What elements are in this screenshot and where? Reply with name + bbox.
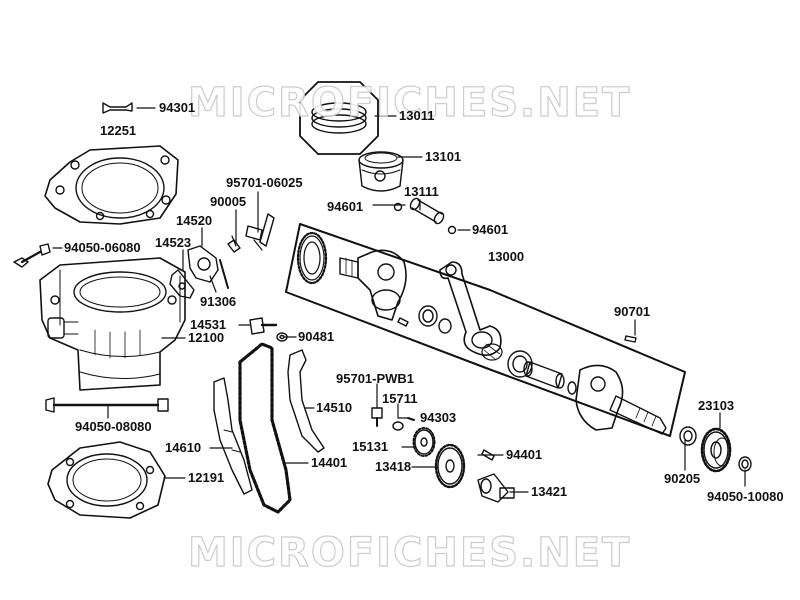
key-94401 (481, 449, 495, 461)
leader-lines (52, 107, 746, 493)
part-label-94601-left[interactable]: 94601 (327, 199, 364, 214)
tensioner-gasket-14523 (169, 269, 195, 299)
part-label-14610[interactable]: 14610 (165, 440, 202, 455)
piston (358, 151, 404, 192)
part-label-91306[interactable]: 91306 (200, 294, 237, 309)
chain-guide-14610 (213, 377, 253, 495)
bolt-90005 (227, 235, 241, 253)
crank-bearing-rollers (481, 343, 503, 361)
head-bolt-small (102, 102, 133, 114)
part-label-12191[interactable]: 12191 (188, 470, 225, 485)
gear-13418 (434, 443, 466, 489)
key-small (397, 317, 409, 327)
oil-seal-90205 (679, 426, 697, 446)
stud-bolt-08080 (45, 397, 169, 413)
part-label-13101[interactable]: 13101 (425, 149, 462, 164)
part-label-13418[interactable]: 13418 (375, 459, 412, 474)
cam-chain-14401 (238, 342, 292, 514)
bolt-95701-pwb1 (371, 407, 383, 427)
part-label-13000[interactable]: 13000 (488, 249, 525, 264)
crank-shaft-right (575, 364, 667, 435)
tensioner-gasket-91306 (219, 259, 229, 289)
gear-23103 (700, 427, 732, 473)
nut-94050-10080 (738, 456, 752, 472)
part-label-90701[interactable]: 90701 (614, 304, 651, 319)
part-label-95701-06025[interactable]: 95701-06025 (226, 175, 303, 190)
part-label-15711[interactable]: 15711 (382, 391, 418, 406)
cylinder-block (39, 257, 186, 391)
chain-guide-14510 (287, 349, 325, 453)
part-label-95701-pwb1[interactable]: 95701-PWB1 (336, 371, 415, 386)
crankshaft-assembly-frame (285, 223, 686, 437)
part-label-14401[interactable]: 14401 (311, 455, 348, 470)
part-label-94050-08080[interactable]: 94050-08080 (75, 419, 152, 434)
washer-15711 (392, 421, 404, 431)
part-label-13111[interactable]: 13111 (404, 184, 439, 199)
part-label-12100[interactable]: 12100 (188, 330, 225, 345)
watermark-top: MICROFICHES.NET (187, 79, 632, 126)
timing-sprocket-gear (296, 231, 328, 285)
bolt-95701-06025 (245, 213, 275, 251)
flange-bolt-06080 (13, 243, 51, 268)
part-label-90205[interactable]: 90205 (664, 471, 701, 486)
part-label-13421[interactable]: 13421 (531, 484, 568, 499)
watermark-bottom: MICROFICHES.NET (187, 529, 632, 576)
part-label-15131[interactable]: 15131 (352, 439, 389, 454)
gear-15131 (412, 427, 436, 457)
part-label-94401[interactable]: 94401 (506, 447, 543, 462)
key-90701 (624, 335, 637, 343)
pin-clip-right (447, 225, 457, 235)
part-label-94050-06080[interactable]: 94050-06080 (64, 240, 141, 255)
part-label-94301[interactable]: 94301 (159, 100, 196, 115)
part-label-94601-right[interactable]: 94601 (472, 222, 509, 237)
crank-washer (567, 381, 577, 395)
washer-90481 (276, 332, 288, 342)
part-label-90005[interactable]: 90005 (210, 194, 247, 209)
pin-94303 (407, 417, 415, 421)
part-label-12251[interactable]: 12251 (100, 123, 137, 138)
part-label-14520[interactable]: 14520 (176, 213, 213, 228)
part-label-14531[interactable]: 14531 (190, 317, 227, 332)
part-label-94303[interactable]: 94303 (420, 410, 457, 425)
part-label-13011[interactable]: 13011 (399, 108, 435, 123)
part-label-14510[interactable]: 14510 (316, 400, 353, 415)
guide-bolt-14531 (249, 317, 278, 335)
part-label-94050-10080[interactable]: 94050-10080 (707, 489, 784, 504)
connecting-rod (439, 261, 502, 356)
thrust-washers (418, 305, 533, 378)
base-gasket (47, 441, 166, 519)
piston-rings (311, 102, 367, 134)
piston-pin (409, 197, 445, 225)
balancer-shaft-13421 (477, 473, 515, 503)
part-label-23103[interactable]: 23103 (698, 398, 735, 413)
part-label-90481[interactable]: 90481 (298, 329, 335, 344)
ring-set-frame (299, 81, 379, 155)
crank-pin (523, 361, 565, 389)
tensioner-body-14520 (187, 245, 219, 293)
part-label-14523[interactable]: 14523 (155, 235, 192, 250)
crank-shaft-left (339, 249, 407, 321)
head-gasket (44, 145, 179, 225)
pin-clip-left (393, 202, 403, 212)
